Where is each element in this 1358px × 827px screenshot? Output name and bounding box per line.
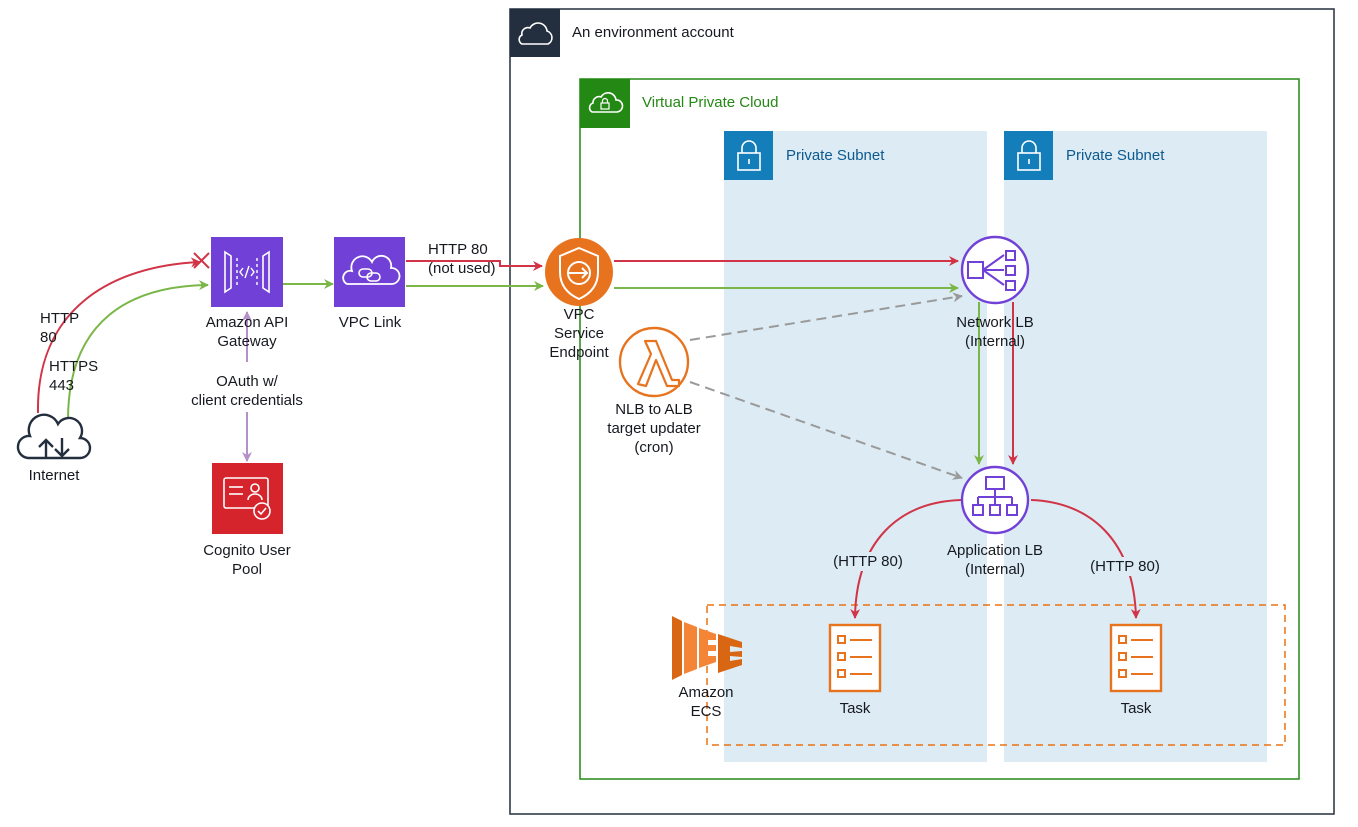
lock-icon (737, 140, 761, 171)
edge-lambda-nlb (689, 292, 963, 341)
network-lb-label: Network LB (Internal) (956, 314, 1034, 350)
task-2-label: Task (1120, 700, 1152, 717)
lock-icon (1017, 140, 1041, 171)
account-group (509, 8, 1335, 815)
cognito-label: Cognito User Pool (203, 542, 291, 578)
cognito-icon (212, 463, 283, 534)
vpc-endpoint-label: VPC Service Endpoint (549, 306, 609, 361)
subnet-2-title: Private Subnet (1066, 147, 1165, 164)
api-gateway-label: Amazon API Gateway (205, 314, 289, 350)
edge-alb-task-2 (1030, 499, 1141, 619)
edge-internet-http (36, 257, 201, 414)
http-80-not-used-edge-label: HTTP 80 (not used) (428, 241, 496, 277)
alb-task-2-edge-label: (HTTP 80) (1077, 557, 1173, 576)
vpc-link-label: VPC Link (338, 314, 402, 331)
edge-lambda-alb (689, 381, 963, 480)
task-icon (828, 623, 882, 693)
application-lb-label: Application LB (Internal) (947, 542, 1043, 578)
lambda-label: NLB to ALB target updater (cron) (607, 401, 701, 456)
vpc-group (579, 78, 1300, 780)
vpc-link-icon (334, 237, 405, 307)
application-lb-icon (960, 465, 1030, 535)
alb-task-1-edge-label: (HTTP 80) (820, 552, 916, 571)
account-title: An environment account (572, 24, 734, 41)
ecs-label: Amazon ECS (678, 684, 734, 720)
https-443-edge-label: HTTPS 443 (49, 358, 99, 394)
network-lb-icon (960, 235, 1030, 305)
edge-internet-https (67, 280, 209, 421)
account-header-box (510, 9, 560, 57)
task-1-label: Task (839, 700, 871, 717)
lambda-icon (618, 326, 690, 398)
oauth-edge-label: OAuth w/ client credentials (176, 372, 318, 410)
blocked-x-icon (193, 252, 210, 269)
task-icon (1109, 623, 1163, 693)
internet-cloud-icon (16, 413, 92, 460)
vpc-endpoint-icon (545, 238, 613, 306)
edge-alb-task-1 (850, 499, 962, 619)
ecs-cluster-group (706, 604, 1286, 746)
ecs-icon (672, 616, 742, 680)
subnet-1-title: Private Subnet (786, 147, 885, 164)
api-gateway-icon (211, 237, 283, 307)
vpc-lock-cloud-icon (588, 92, 624, 113)
vpc-title: Virtual Private Cloud (642, 94, 779, 111)
edge-vpclink-endpoint-http (406, 260, 543, 271)
cloud-icon (518, 22, 553, 45)
internet-label: Internet (28, 467, 80, 484)
http-80-edge-label: HTTP 80 (40, 310, 80, 346)
